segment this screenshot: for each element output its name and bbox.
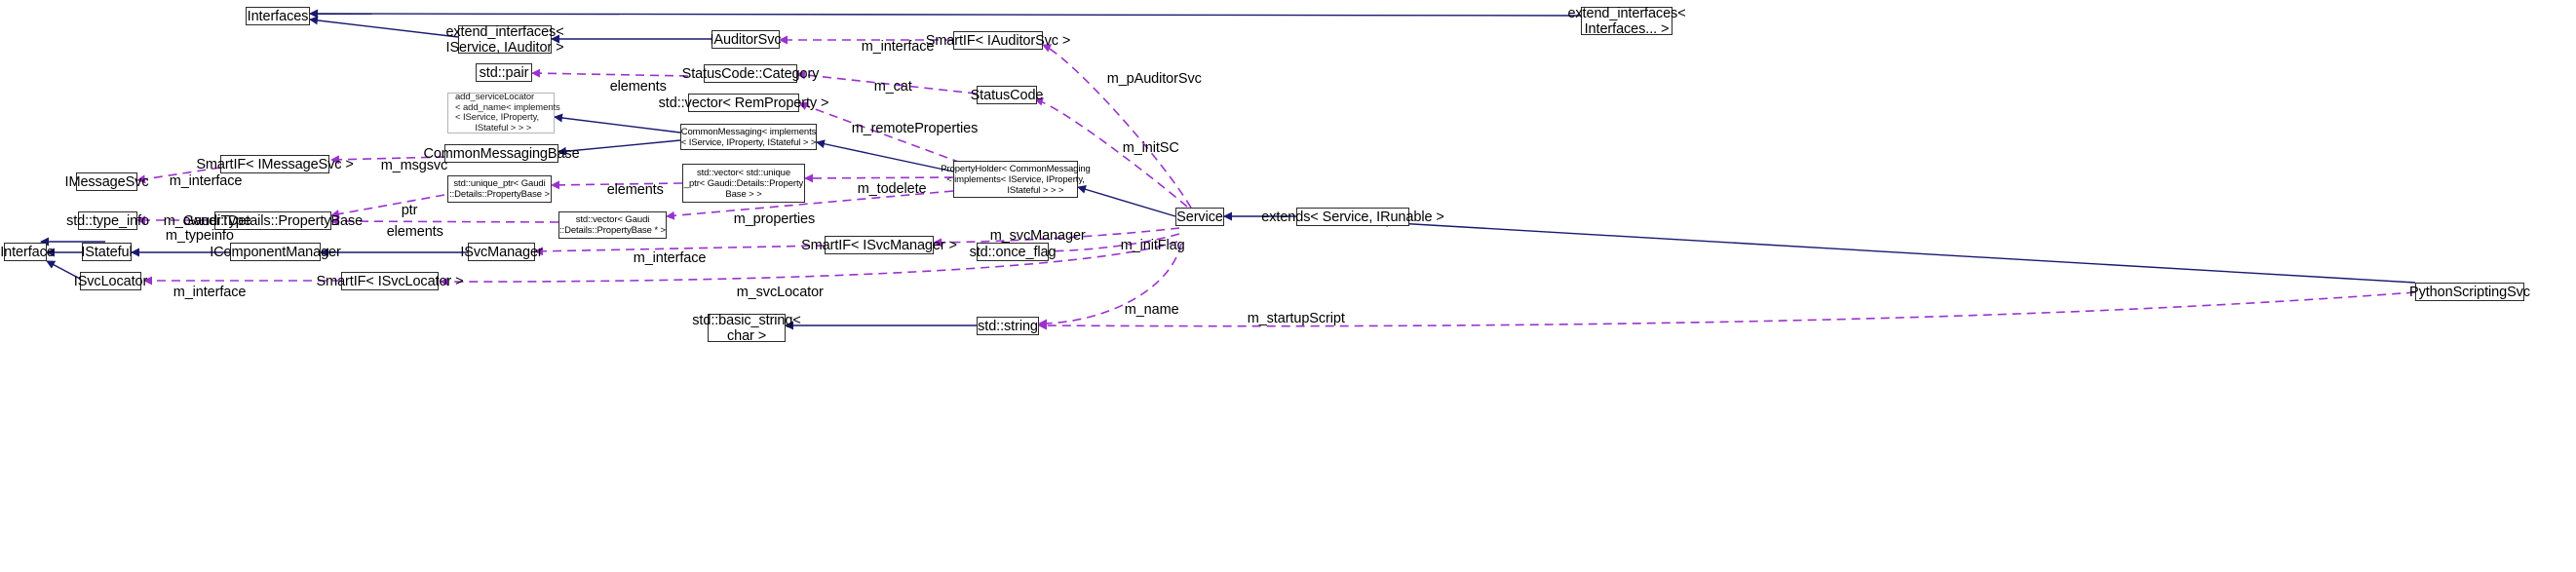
edge-label-m-properties: m_properties	[733, 211, 816, 227]
node-commonmessaging-implements[interactable]: CommonMessaging< implements < IService, …	[680, 124, 817, 150]
edge-label-elements-pair: elements	[609, 79, 667, 95]
edge-label-m-interface-auditor: m_interface	[861, 39, 935, 55]
node-std-unique-ptr-propertybase[interactable]: std::unique_ptr< Gaudi ::Details::Proper…	[447, 175, 552, 203]
node-service[interactable]: Service	[1175, 208, 1224, 226]
node-add-servicelocator[interactable]: add_serviceLocator < add_name< implement…	[447, 92, 560, 133]
node-interfaces[interactable]: Interfaces	[246, 7, 310, 25]
node-std-type-info[interactable]: std::type_info	[66, 211, 149, 230]
edge-propertyholder-from-service	[1077, 184, 1176, 217]
node-statuscode-category[interactable]: StatusCode::Category	[681, 64, 820, 83]
edge-label-m-startupscript: m_startupScript	[1247, 311, 1345, 326]
node-std-vector-remproperty[interactable]: std::vector< RemProperty >	[658, 94, 829, 112]
node-std-vector-propertybase-ptr[interactable]: std::vector< Gaudi ::Details::PropertyBa…	[558, 211, 667, 239]
edge-label-m-interface-msg: m_interface	[169, 173, 243, 189]
node-std-string[interactable]: std::string	[977, 317, 1039, 335]
node-propertyholder[interactable]: PropertyHolder< CommonMessaging < implem…	[941, 161, 1091, 198]
edge-label-m-ownertype-typeinfo: m_ownerType m_typeinfo	[163, 213, 251, 244]
edge-label-m-initflag: m_initFlag	[1120, 238, 1185, 253]
edge-addservicelocator-from-commonmessaging	[554, 113, 681, 133]
node-extend-interfaces-iservice-iauditor[interactable]: extend_interfaces< IService, IAuditor >	[445, 23, 564, 56]
node-smartif-iauditorsvc[interactable]: SmartIF< IAuditorSvc >	[925, 31, 1071, 50]
node-pythonscriptingsvc[interactable]: PythonScriptingSvc	[2409, 283, 2530, 301]
edge-interfaces-from-extendpack	[309, 9, 1582, 19]
edge-label-elements-propertybase: elements	[386, 224, 443, 240]
edge-label-m-remoteproperties: m_remoteProperties	[851, 121, 979, 136]
edge-label-m-svclocator: m_svcLocator	[736, 285, 824, 300]
edge-label-m-svcmanager: m_svcManager	[989, 228, 1086, 244]
node-std-basic-string-char[interactable]: std::basic_string< char >	[692, 312, 801, 344]
node-std-vector-unique-ptr-propertybase[interactable]: std::vector< std::unique _ptr< Gaudi::De…	[682, 164, 805, 203]
edge-label-m-todelete: m_todelete	[857, 181, 927, 197]
edge-label-m-interface-svcloc: m_interface	[173, 285, 247, 300]
node-std-pair[interactable]: std::pair	[476, 63, 532, 82]
edge-propertybase-from-vectorpropbaseptr	[330, 216, 559, 226]
node-iauditorsvc[interactable]: IAuditorSvc	[710, 30, 782, 49]
node-extends-service-irunable[interactable]: extends< Service, IRunable >	[1261, 208, 1444, 226]
node-icomponentmanager[interactable]: IComponentManager	[210, 243, 341, 261]
edge-label-m-name: m_name	[1124, 302, 1179, 318]
edge-interfaces-from-extendaudit	[309, 16, 459, 38]
node-smartif-isvclocator[interactable]: SmartIF< ISvcLocator >	[316, 272, 464, 290]
edge-extends-from-pythonscriptingsvc	[1379, 217, 2416, 284]
node-statuscode[interactable]: StatusCode	[970, 86, 1044, 104]
node-isvcmanager[interactable]: ISvcManager	[460, 243, 543, 261]
node-istateful[interactable]: IStateful	[81, 243, 133, 261]
node-isvclocator[interactable]: ISvcLocator	[73, 272, 148, 290]
edge-label-m-initsc: m_initSC	[1122, 140, 1179, 156]
node-imessagesvc[interactable]: IMessageSvc	[64, 172, 149, 191]
edge-label-m-msgsvc: m_msgsvc	[380, 158, 448, 173]
node-smartif-isvcmanager[interactable]: SmartIF< ISvcManager >	[801, 236, 957, 254]
edge-label-m-interface-svcmgr: m_interface	[633, 250, 707, 266]
edge-label-m-cat: m_cat	[873, 79, 912, 95]
node-gaudi-details-propertybase[interactable]: Gaudi::Details::PropertyBase	[182, 211, 364, 230]
node-commonmessagingbase[interactable]: CommonMessagingBase	[423, 144, 580, 163]
edge-label-m-pauditorsvc: m_pAuditorSvc	[1106, 71, 1202, 87]
edge-label-elements-uniqueptr: elements	[606, 182, 664, 198]
node-extend-interfaces-pack[interactable]: extend_interfaces< Interfaces... >	[1567, 5, 1686, 37]
node-iinterface[interactable]: IInterface	[0, 243, 55, 261]
